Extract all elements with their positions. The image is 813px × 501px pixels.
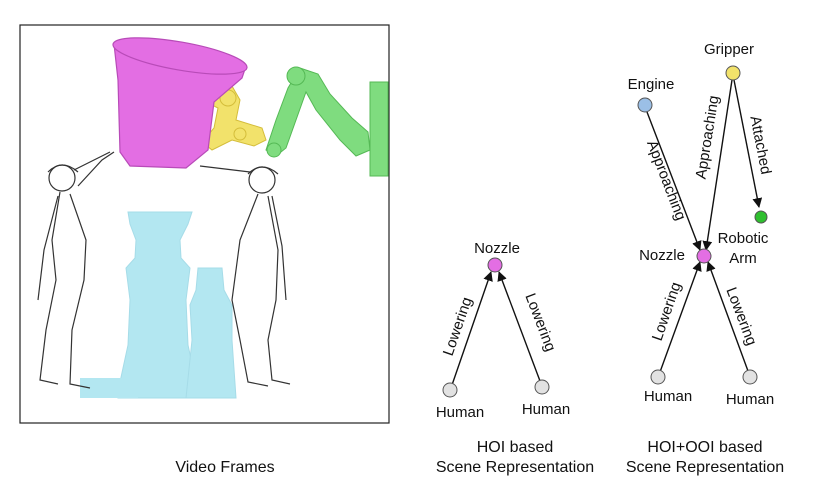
- rocket-engine-cyan: [80, 211, 237, 399]
- robotic-arm-label-line2: Arm: [729, 250, 757, 267]
- ooi-human-right-label: Human: [726, 391, 774, 408]
- gripper-label: Gripper: [704, 41, 754, 58]
- hoi-graph: Nozzle Human Human Lowering Lowering: [436, 240, 570, 421]
- gripper-node: [725, 65, 741, 81]
- hoi-nozzle-node: [487, 257, 503, 273]
- hoi-caption-line1: HOI based: [476, 439, 554, 456]
- ooi-human-left-label: Human: [644, 388, 692, 405]
- ooi-nozzle-node: [696, 248, 712, 264]
- ooi-human-left-arrow: [659, 261, 702, 373]
- engine-edge-label: Approaching: [643, 138, 689, 223]
- ooi-human-right-node: [742, 369, 758, 385]
- robotic-arm-node: [754, 210, 768, 224]
- robot-arm-green: [265, 66, 389, 177]
- hoi-ooi-caption-line2: Scene Representation: [625, 459, 785, 476]
- hoi-human-right-node: [534, 379, 550, 395]
- video-frames-caption: Video Frames: [175, 459, 275, 476]
- worker-left: [37, 151, 115, 389]
- engine-base-left: [80, 378, 138, 398]
- nozzle-magenta: [112, 37, 248, 169]
- hoi-nozzle-label: Nozzle: [474, 240, 520, 257]
- ooi-edge-left-label: Lowering: [649, 280, 685, 343]
- ooi-nozzle-label: Nozzle: [639, 247, 685, 264]
- arm-base-mount: [369, 81, 389, 177]
- robotic-arm-label-line1: Robotic: [718, 230, 769, 247]
- hoi-ooi-graph: Engine Gripper Nozzle Robotic Arm Human …: [628, 41, 775, 408]
- hoi-ooi-caption-line1: HOI+OOI based: [647, 439, 763, 456]
- hoi-caption: HOI based Scene Representation: [420, 438, 610, 478]
- engine-label: Engine: [628, 76, 675, 93]
- hoi-human-left-label: Human: [436, 404, 484, 421]
- hoi-caption-line2: Scene Representation: [435, 459, 595, 476]
- hoi-edge-right-arrow: [497, 271, 541, 382]
- hoi-edge-left-label: Lowering: [440, 295, 476, 358]
- ooi-human-right-arrow: [706, 261, 749, 372]
- gripper-to-nozzle-arrow: [702, 79, 733, 251]
- hoi-human-right-label: Human: [522, 401, 570, 418]
- hoi-ooi-caption: HOI+OOI based Scene Representation: [605, 438, 805, 478]
- hoi-edge-right-label: Lowering: [521, 291, 559, 354]
- ooi-human-left-node: [650, 369, 666, 385]
- worker-right: [199, 165, 291, 387]
- hoi-human-left-node: [442, 382, 458, 398]
- engine-to-nozzle-arrow: [646, 111, 702, 251]
- small-engine: [185, 267, 237, 399]
- hoi-edge-left-arrow: [451, 271, 493, 386]
- engine-node: [637, 97, 653, 113]
- gripper-to-arm-arrow: [733, 79, 763, 208]
- video-frame-panel: [19, 24, 390, 424]
